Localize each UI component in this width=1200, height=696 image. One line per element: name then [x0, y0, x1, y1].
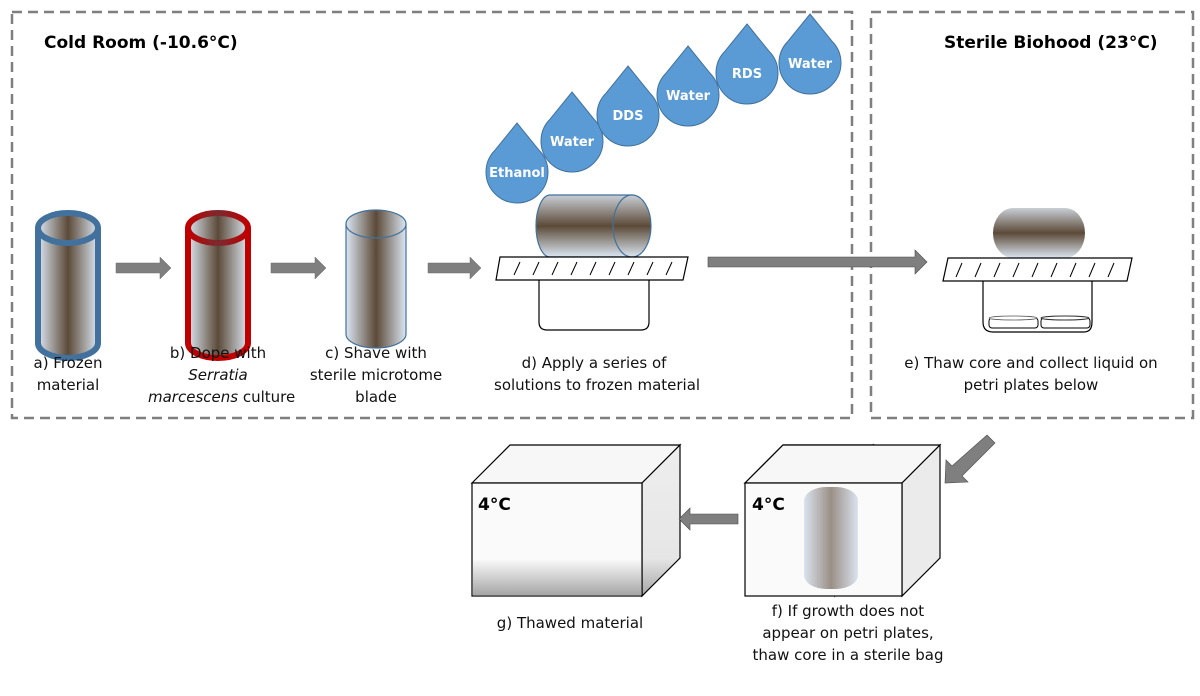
solution-label: RDS [732, 67, 762, 82]
step-b-caption: b) Dope with Serratia marcescens culture [148, 342, 295, 408]
doped-core-icon [185, 210, 251, 361]
caption-line: sterile microtome [309, 366, 443, 384]
arrow-e-to-f [944, 434, 996, 484]
sterile-bag-box-f-front: 4°C [743, 443, 942, 598]
arrow-b-to-c [270, 256, 327, 280]
solution-label: Water [550, 135, 595, 150]
solution-label: Water [788, 57, 833, 72]
species-genus: Serratia [188, 366, 248, 384]
caption-line: petri plates below [963, 376, 1099, 394]
shaved-core-icon [345, 209, 407, 349]
solution-label: Water [666, 89, 711, 104]
cold-room-region [10, 10, 854, 420]
stand-e-icon [942, 257, 1133, 333]
temp-label-f: 4°C [752, 495, 785, 515]
solution-drop-icon: Water [778, 13, 842, 95]
arrow-d-to-e [707, 249, 928, 275]
caption-line: b) Dope with [169, 344, 267, 362]
solution-label: DDS [613, 109, 644, 124]
species-epithet: marcescens [148, 388, 239, 406]
arrow-a-to-b [115, 256, 172, 280]
step-e-caption: e) Thaw core and collect liquid on petri… [886, 352, 1176, 396]
caption-line: solutions to frozen material [494, 376, 701, 394]
solution-label: Ethanol [489, 166, 545, 181]
step-d-caption: d) Apply a series of solutions to frozen… [494, 352, 701, 396]
step-c-caption: c) Shave with sterile microtome blade [306, 342, 446, 408]
step-f-caption: f) If growth does not appear on petri pl… [738, 600, 958, 666]
biohood-title: Sterile Biohood (23°C) [944, 33, 1158, 53]
solution-drop-icon: Water [540, 91, 604, 173]
caption-rest: culture [238, 388, 296, 406]
biohood-region [869, 10, 1195, 420]
solution-drop-icon: DDS [596, 65, 660, 147]
arrow-c-to-d [427, 256, 482, 280]
temp-label-g: 4°C [478, 495, 511, 515]
caption-line: e) Thaw core and collect liquid on [904, 354, 1158, 372]
bagged-core-icon [804, 487, 858, 589]
sterile-bag-box-g: 4°C [470, 443, 682, 598]
solution-drop-icon: RDS [715, 23, 779, 105]
caption-line: d) Apply a series of [521, 354, 667, 372]
thawing-core-icon [993, 208, 1085, 258]
caption-line: g) Thawed material [496, 614, 644, 632]
arrow-f-to-g [678, 507, 739, 531]
caption-line: appear on petri plates, [762, 624, 934, 642]
petri-plate-icon [988, 315, 1039, 329]
cold-room-title: Cold Room (-10.6°C) [44, 33, 238, 53]
frozen-core-icon [35, 210, 101, 361]
caption-line: thaw core in a sterile bag [752, 646, 944, 664]
caption-line: blade [355, 388, 397, 406]
solution-drop-icon: Ethanol [485, 122, 549, 204]
caption-line: marcescens culture [148, 386, 295, 408]
step-a-caption: a) Frozen material [8, 352, 128, 396]
caption-line: Serratia [148, 364, 288, 386]
step-g-caption: g) Thawed material [470, 612, 670, 634]
solution-drop-icon: Water [656, 45, 720, 127]
caption-line: c) Shave with [325, 344, 427, 362]
horizontal-core-icon [535, 194, 652, 258]
caption-line: material [36, 376, 100, 394]
stand-d-icon [495, 256, 689, 331]
petri-plate-icon [1040, 315, 1091, 329]
caption-line: f) If growth does not [771, 602, 925, 620]
caption-line: a) Frozen [33, 354, 103, 372]
